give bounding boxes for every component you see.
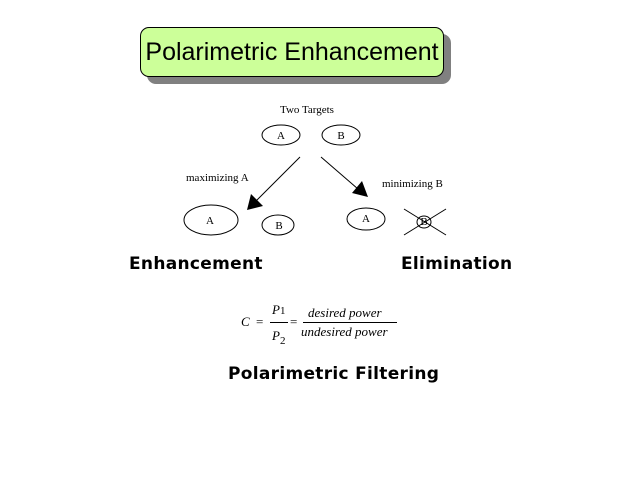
enhancement-heading: Enhancement <box>129 254 263 274</box>
target-a-kept-label: A <box>362 213 370 225</box>
formula-p2-subscript: 2 <box>279 335 286 347</box>
maximizing-label: maximizing A <box>186 172 249 184</box>
target-a-enhanced-label: A <box>206 215 214 227</box>
formula-fraction-bar-2 <box>303 322 397 323</box>
formula-p2: P2 <box>272 328 285 347</box>
target-a-top-ellipse <box>261 124 301 146</box>
minimizing-label: minimizing B <box>382 178 443 190</box>
target-a-enhanced-ellipse <box>183 204 239 236</box>
formula-p1-subscript: 1 <box>279 305 286 317</box>
target-b-eliminated-label: B <box>420 216 428 228</box>
two-targets-label: Two Targets <box>280 104 334 116</box>
right-arrow-line <box>320 156 359 190</box>
target-a-top-label: A <box>277 130 285 142</box>
formula-lhs: C <box>241 314 250 329</box>
right-arrow-head <box>352 181 368 197</box>
target-b-reduced-label: B <box>275 220 283 232</box>
target-b-top-ellipse <box>321 124 361 146</box>
formula-p1-symbol: P <box>272 302 280 317</box>
cross-out-line-2 <box>403 208 447 236</box>
left-arrow-line <box>254 156 301 203</box>
formula-denominator: undesired power <box>301 324 388 339</box>
filtering-heading: Polarimetric Filtering <box>228 364 440 384</box>
formula-equals-2: = <box>290 314 298 329</box>
formula-numerator: desired power <box>308 305 382 320</box>
left-arrow-head <box>247 194 263 210</box>
formula-equals-1: = <box>256 314 264 329</box>
target-b-top-label: B <box>337 130 345 142</box>
formula-p1: P1 <box>272 302 285 318</box>
title-box: Polarimetric Enhancement <box>140 27 444 77</box>
formula-p2-symbol: P <box>272 328 280 343</box>
formula-fraction-bar-1 <box>270 322 288 323</box>
target-b-reduced-ellipse <box>261 214 295 236</box>
page-title: Polarimetric Enhancement <box>145 37 439 66</box>
target-b-eliminated-ellipse <box>416 215 432 229</box>
target-a-kept-ellipse <box>346 207 386 231</box>
elimination-heading: Elimination <box>401 254 513 274</box>
